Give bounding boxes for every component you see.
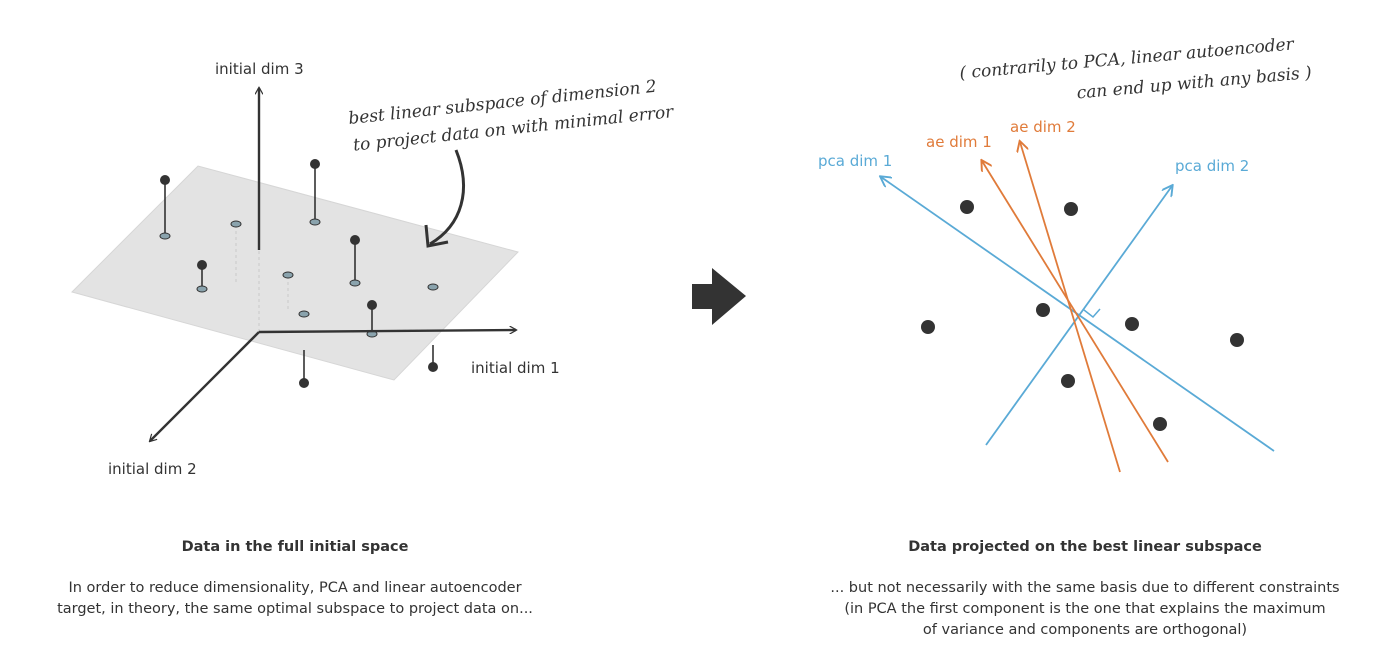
axis-label-dim1: initial dim 1 bbox=[471, 359, 560, 377]
ae-dim2-label: ae dim 2 bbox=[1010, 118, 1076, 136]
right-caption-text: ... but not necessarily with the same ba… bbox=[780, 578, 1390, 641]
right-caption-line: of variance and components are orthogona… bbox=[922, 622, 1248, 638]
pca-dim1-label: pca dim 1 bbox=[818, 152, 892, 170]
data-point-markers bbox=[160, 159, 438, 388]
basis-note: ( contrarily to PCA, linear autoencoder … bbox=[959, 34, 1313, 103]
right-caption-line: ... but not necessarily with the same ba… bbox=[830, 580, 1340, 596]
left-caption-line: target, in theory, the same optimal subs… bbox=[57, 601, 533, 617]
left-caption-text: In order to reduce dimensionality, PCA a… bbox=[30, 578, 560, 620]
pca-dim2-label: pca dim 2 bbox=[1175, 157, 1249, 175]
axis-label-dim2: initial dim 2 bbox=[108, 460, 197, 478]
subspace-annotation: best linear subspace of dimension 2 to p… bbox=[347, 77, 675, 156]
projected-markers bbox=[159, 218, 439, 338]
axis-dim1 bbox=[258, 330, 516, 332]
annotation-arrow bbox=[429, 149, 465, 246]
pca-dim2-line bbox=[985, 186, 1172, 446]
annotation-arrow-head bbox=[424, 224, 449, 248]
basis-lines bbox=[881, 142, 1275, 473]
left-caption-title: Data in the full initial space bbox=[181, 539, 409, 555]
subspace-plane bbox=[71, 165, 519, 381]
right-angle-mark bbox=[1083, 308, 1101, 319]
axis-label-dim3: initial dim 3 bbox=[215, 60, 304, 78]
right-caption-line: (in PCA the first component is the one t… bbox=[844, 601, 1326, 617]
ae-dim1-line bbox=[982, 161, 1169, 463]
ae-dim1-label: ae dim 1 bbox=[926, 133, 992, 151]
transition-arrow-icon bbox=[692, 268, 746, 325]
ae-dim2-line bbox=[1020, 142, 1121, 473]
axis-dim2 bbox=[150, 331, 260, 441]
axes-3d bbox=[150, 88, 516, 441]
right-caption-title: Data projected on the best linear subspa… bbox=[908, 539, 1262, 555]
left-caption-line: In order to reduce dimensionality, PCA a… bbox=[68, 580, 522, 596]
projected-points-2d bbox=[921, 200, 1244, 431]
